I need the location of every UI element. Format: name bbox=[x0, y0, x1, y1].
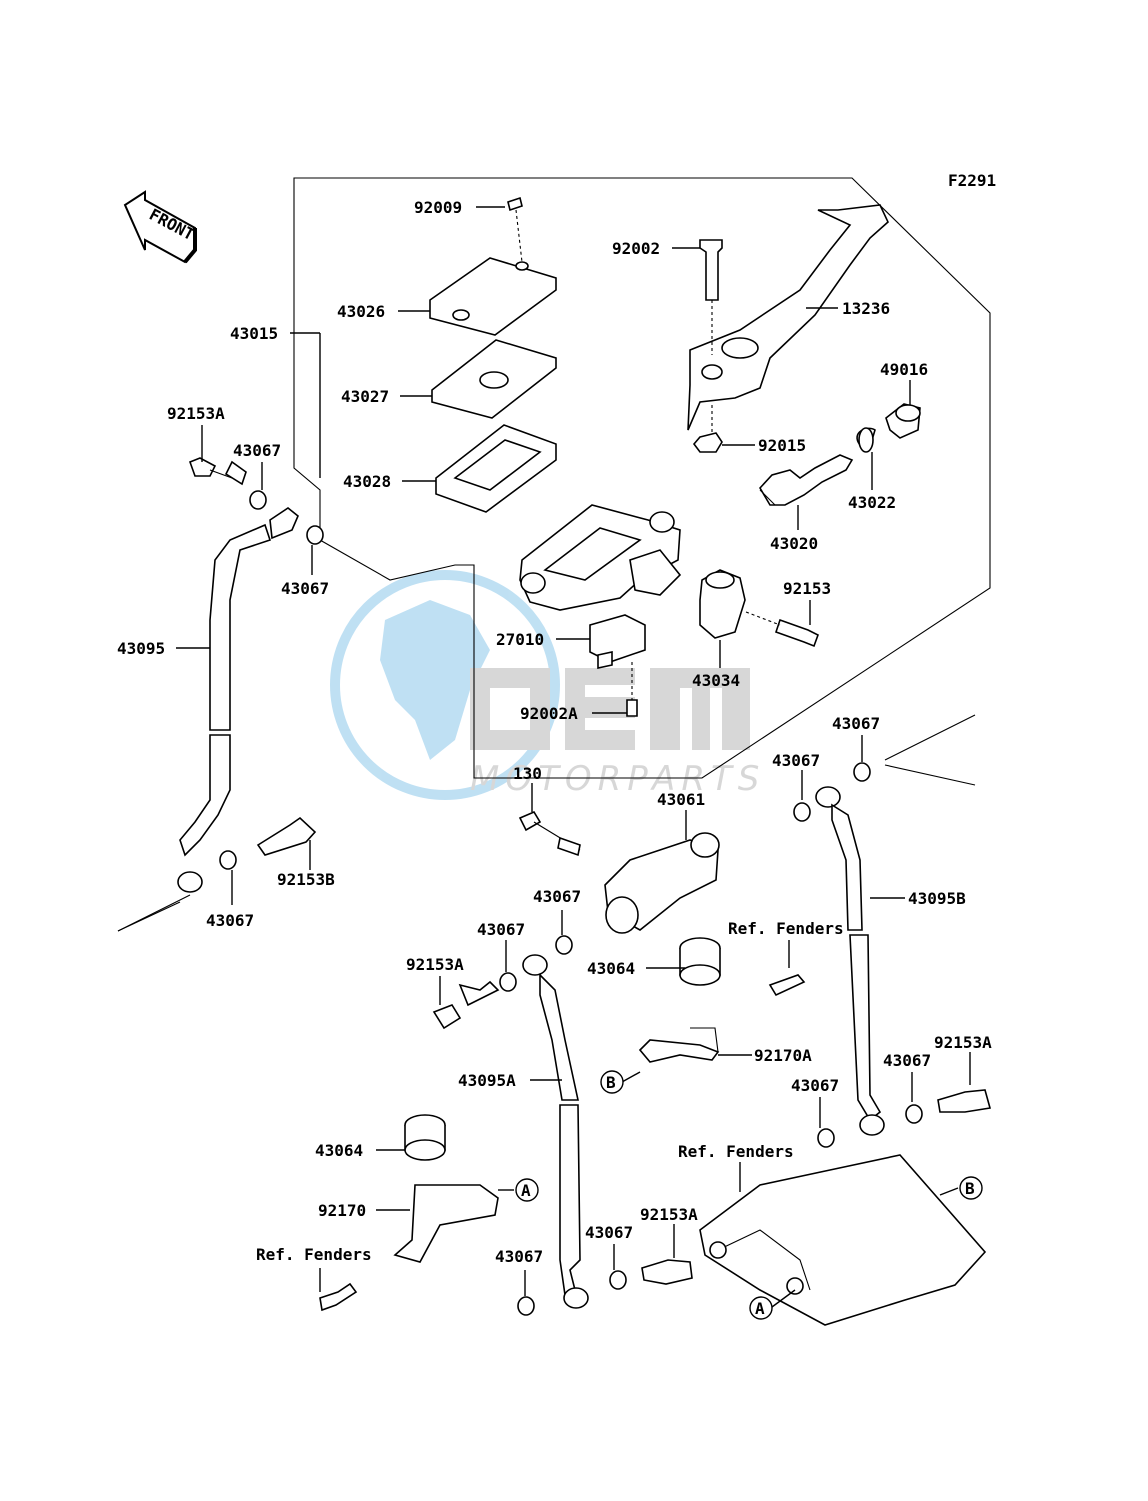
callout-43061: 43061 bbox=[657, 790, 705, 809]
diaphragm-43028 bbox=[435, 424, 557, 513]
assembly-outline bbox=[293, 177, 991, 779]
lever-13236 bbox=[687, 204, 889, 431]
grommet-43064-upper bbox=[679, 937, 721, 986]
callout-92002A: 92002A bbox=[520, 704, 578, 723]
callout-43067-1: 43067 bbox=[233, 441, 281, 460]
callout-43067-7: 43067 bbox=[477, 920, 525, 939]
callout-92153A-4: 92153A bbox=[640, 1205, 698, 1224]
watermark-continents bbox=[380, 600, 490, 760]
screw-92009 bbox=[507, 196, 523, 263]
callout-43064-1: 43064 bbox=[587, 959, 635, 978]
reservoir-cap-43026 bbox=[429, 257, 557, 336]
callout-ref-fenders-1: Ref. Fenders bbox=[728, 919, 844, 938]
piston-43020 bbox=[759, 454, 854, 506]
master-cylinder-body bbox=[519, 504, 682, 611]
callout-43015: 43015 bbox=[230, 324, 278, 343]
pivot-bolt-92002 bbox=[699, 239, 723, 355]
hose-43095 bbox=[177, 457, 324, 893]
grommet-43064-lower bbox=[404, 1114, 446, 1161]
callout-43067-2: 43067 bbox=[281, 579, 329, 598]
callout-92170A: 92170A bbox=[754, 1046, 812, 1065]
callout-43027: 43027 bbox=[341, 387, 389, 406]
diaphragm-plate-43027 bbox=[431, 339, 557, 419]
callout-43020: 43020 bbox=[770, 534, 818, 553]
callout-92153: 92153 bbox=[783, 579, 831, 598]
front-arrow-icon: FRONT bbox=[123, 190, 198, 264]
callout-92170: 92170 bbox=[318, 1201, 366, 1220]
marker-b-2: B bbox=[959, 1176, 983, 1200]
callout-43095A: 43095A bbox=[458, 1071, 516, 1090]
callout-43028: 43028 bbox=[343, 472, 391, 491]
watermark-bar-o bbox=[470, 668, 550, 750]
callout-43067-8: 43067 bbox=[883, 1051, 931, 1070]
callout-92002: 92002 bbox=[612, 239, 660, 258]
clamp-43034 bbox=[699, 569, 746, 639]
callout-92153B: 92153B bbox=[277, 870, 335, 889]
hose-43095A bbox=[432, 954, 693, 1316]
watermark-bar-m bbox=[650, 668, 750, 750]
callout-49016: 49016 bbox=[880, 360, 928, 379]
bracket-92170 bbox=[319, 1184, 499, 1312]
callout-92153A-3: 92153A bbox=[934, 1033, 992, 1052]
callout-43067-11: 43067 bbox=[495, 1247, 543, 1266]
figure-code: F2291 bbox=[948, 171, 996, 190]
callout-43026: 43026 bbox=[337, 302, 385, 321]
callout-130: 130 bbox=[513, 764, 542, 783]
callout-43095B: 43095B bbox=[908, 889, 966, 908]
fitting-43061 bbox=[518, 802, 811, 955]
callout-92015: 92015 bbox=[758, 436, 806, 455]
svg-text:B: B bbox=[606, 1073, 616, 1092]
switch-27010 bbox=[589, 614, 646, 669]
circlip-43022 bbox=[856, 427, 876, 453]
callout-43067-6: 43067 bbox=[533, 887, 581, 906]
boot-49016 bbox=[885, 403, 921, 439]
callout-27010: 27010 bbox=[496, 630, 544, 649]
callout-43067-9: 43067 bbox=[791, 1076, 839, 1095]
bracket-92170A bbox=[638, 974, 806, 1063]
marker-a-2: A bbox=[749, 1296, 773, 1320]
callout-43022: 43022 bbox=[848, 493, 896, 512]
callout-43095: 43095 bbox=[117, 639, 165, 658]
hose-43095B bbox=[815, 762, 992, 1148]
watermark-globe bbox=[330, 570, 560, 800]
callout-92009: 92009 bbox=[414, 198, 462, 217]
callout-43067-3: 43067 bbox=[206, 911, 254, 930]
bolt-92153 bbox=[745, 611, 819, 648]
callout-ref-fenders-3: Ref. Fenders bbox=[256, 1245, 372, 1264]
watermark: MOTORPARTS bbox=[330, 570, 765, 800]
callout-92153A-2: 92153A bbox=[406, 955, 464, 974]
callout-labels: 92009 43026 43015 43027 43028 92002 1323… bbox=[117, 198, 992, 1266]
callout-43067-5: 43067 bbox=[832, 714, 880, 733]
fender bbox=[699, 1154, 987, 1326]
callout-43064-2: 43064 bbox=[315, 1141, 363, 1160]
callout-92153A-1: 92153A bbox=[167, 404, 225, 423]
callout-13236: 13236 bbox=[842, 299, 890, 318]
callout-ref-fenders-2: Ref. Fenders bbox=[678, 1142, 794, 1161]
svg-text:A: A bbox=[755, 1299, 765, 1318]
screw-92002A bbox=[626, 662, 638, 717]
callout-43067-10: 43067 bbox=[585, 1223, 633, 1242]
watermark-subtitle: MOTORPARTS bbox=[470, 759, 765, 799]
nut-92015 bbox=[692, 405, 723, 453]
callout-43067-4: 43067 bbox=[772, 751, 820, 770]
leader-lines bbox=[117, 206, 976, 1308]
callout-43034: 43034 bbox=[692, 671, 740, 690]
watermark-bar-e bbox=[565, 668, 635, 750]
svg-text:A: A bbox=[521, 1181, 531, 1200]
marker-a-1: A bbox=[515, 1178, 539, 1202]
marker-b-1: B bbox=[600, 1070, 624, 1094]
svg-text:B: B bbox=[965, 1179, 975, 1198]
